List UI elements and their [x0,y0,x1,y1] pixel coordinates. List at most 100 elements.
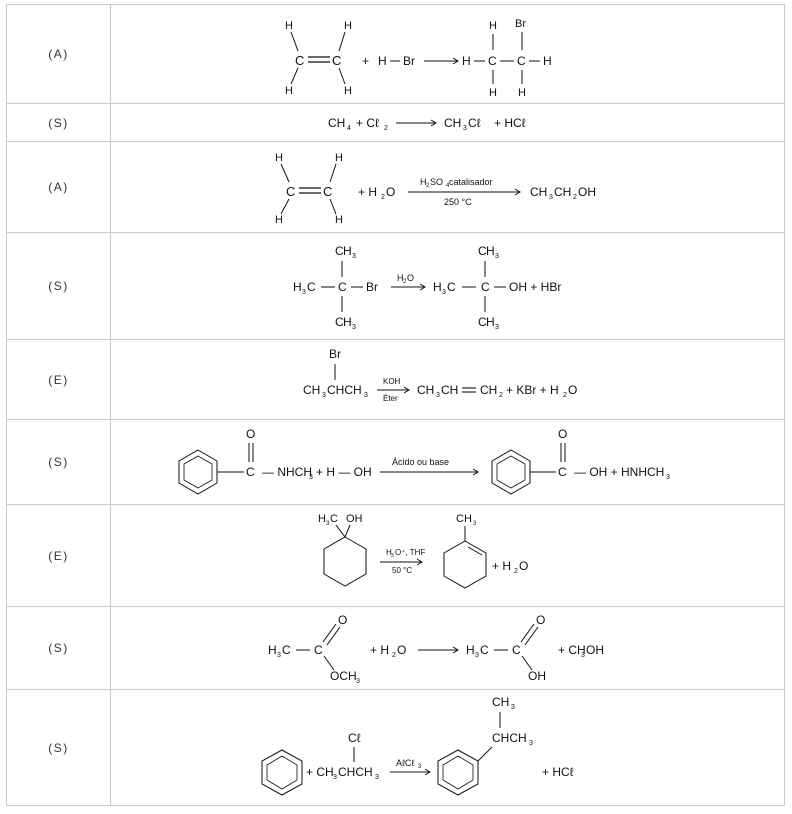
subscript: 3 [375,774,379,781]
subscript: 3 [436,392,440,399]
formula-text: CH [530,185,547,199]
atom-label: H [489,20,497,32]
subscript: 4 [446,183,450,189]
atom-label: H [462,54,471,68]
atom-label: O [338,613,347,627]
subscript: 3 [549,194,553,201]
atom-label: H [343,244,352,258]
condition-text: Ácido ou base [392,457,449,467]
formula-text: OH [586,643,604,657]
subscript: 3 [463,125,467,132]
condition-text: SO [430,177,443,187]
formula-text: CH [328,116,345,130]
reaction-row: (A) H H H H C C + H Br [6,4,785,104]
subscript: 3 [352,253,356,260]
subscript: 2 [392,652,396,659]
subscript: 3 [333,774,337,781]
reaction-equation: H 3 C OH H 3 O⁺, THF 50 °C CH [110,504,785,607]
reaction-equation: Br CH 3 CHCH 3 KOH Éter CH 3 CH [110,339,785,420]
subscript: 3 [495,253,499,260]
atom-label: H [335,152,343,164]
reaction-type-label: (A) [6,141,111,233]
atom-label: C [512,643,521,657]
formula-text: + HCℓ [494,116,526,130]
atom-label: C [246,465,255,479]
atom-label: H [285,85,293,97]
subscript: 3 [418,764,422,770]
formula-text: + HCℓ [542,765,574,779]
atom-label: H [335,214,343,226]
subscript: 3 [473,521,477,527]
reaction-row: (S) H 3 C C O OCH 3 + H 2 [6,606,785,690]
formula-text: + CH [558,643,586,657]
formula-text: CHCH [492,731,527,745]
reactions-table: (A) H H H H C C + H Br [6,4,785,806]
formula-text: H [268,643,277,657]
formula-text: OH [578,185,596,199]
atom-label: H [275,152,283,164]
formula-text: CH [303,383,320,397]
subscript: 3 [495,324,499,331]
formula-text: H [318,513,326,525]
reaction-row: (E) Br CH 3 CHCH 3 KOH Éter CH [6,339,785,420]
subscript: 2 [514,568,518,575]
reaction-type-label: (E) [6,504,111,607]
subscript: 3 [666,474,670,481]
atom-label: Br [329,347,341,361]
condition-text: 250 °C [444,197,472,207]
reaction-equation: C O — NHCH 3 + H — OH Ácido ou base C [110,419,785,505]
formula-text: — OH + HNHCH [574,465,664,479]
formula-text: CH [480,383,497,397]
subscript: 2 [381,194,385,201]
benzene-ring [437,748,478,796]
atom-label: C [478,315,487,329]
subscript: 2 [384,125,388,132]
reaction-row: (S) C O — NHCH 3 + H — OH Ácido [6,419,785,505]
friedel-crafts-alkylation-equation: Cℓ + CH 3 CHCH 3 AℓCℓ 3 CH 3 [261,695,574,796]
reaction-type-label: (S) [6,606,111,690]
reaction-type-label: (S) [6,419,111,505]
ethene-plus-hbr-equation: H H H H C C + H Br H [285,18,552,99]
atom-label: C [335,315,344,329]
benzene-ring [491,449,530,495]
ester-hydrolysis-equation: H 3 C C O OCH 3 + H 2 O [268,613,604,685]
reaction-equation: H H H H C C + H Br H [110,4,785,104]
reaction-equation: H 3 C C Br C H 3 C H 3 [110,232,785,340]
formula-text: + H [492,559,511,573]
reaction-type-label: (S) [6,232,111,340]
amide-hydrolysis-equation: C O — NHCH 3 + H — OH Ácido ou base C [178,427,670,495]
atom-label: H [275,214,283,226]
formula-text: + H — OH [316,465,372,479]
formula-text: CH [417,383,434,397]
atom-label: C [481,280,490,294]
atom-label: C [295,53,304,68]
condition-text: O⁺, THF [395,548,425,557]
atom-label: H [543,54,552,68]
formula-text: C [447,280,456,294]
reaction-equation: H H H H C C + H 2 O H [110,141,785,233]
formula-text: CH [444,116,461,130]
subscript: 2 [573,194,577,201]
subscript: 3 [326,521,330,527]
formula-text: + KBr + H [506,383,559,397]
formula-text: CH [456,513,472,525]
atom-label: H [489,87,497,99]
atom-label: C [335,244,344,258]
atom-label: C [478,244,487,258]
atom-label: C [338,280,347,294]
atom-label: O [558,427,567,441]
atom-label: H [486,244,495,258]
condition-text: Éter [383,394,398,403]
subscript: 3 [475,652,479,659]
condition-text: H [420,177,427,187]
subscript: 3 [322,392,326,399]
atom-label: H [344,85,352,97]
cyclohexanol-ring [323,535,366,587]
atom-label: C [488,54,497,68]
condition-text: 50 °C [392,566,412,575]
formula-text: O [397,643,406,657]
cyclohexene-ring [443,539,486,589]
atom-label: H [285,20,293,32]
formula-text: H [466,643,475,657]
formula-text: OH [346,513,363,525]
